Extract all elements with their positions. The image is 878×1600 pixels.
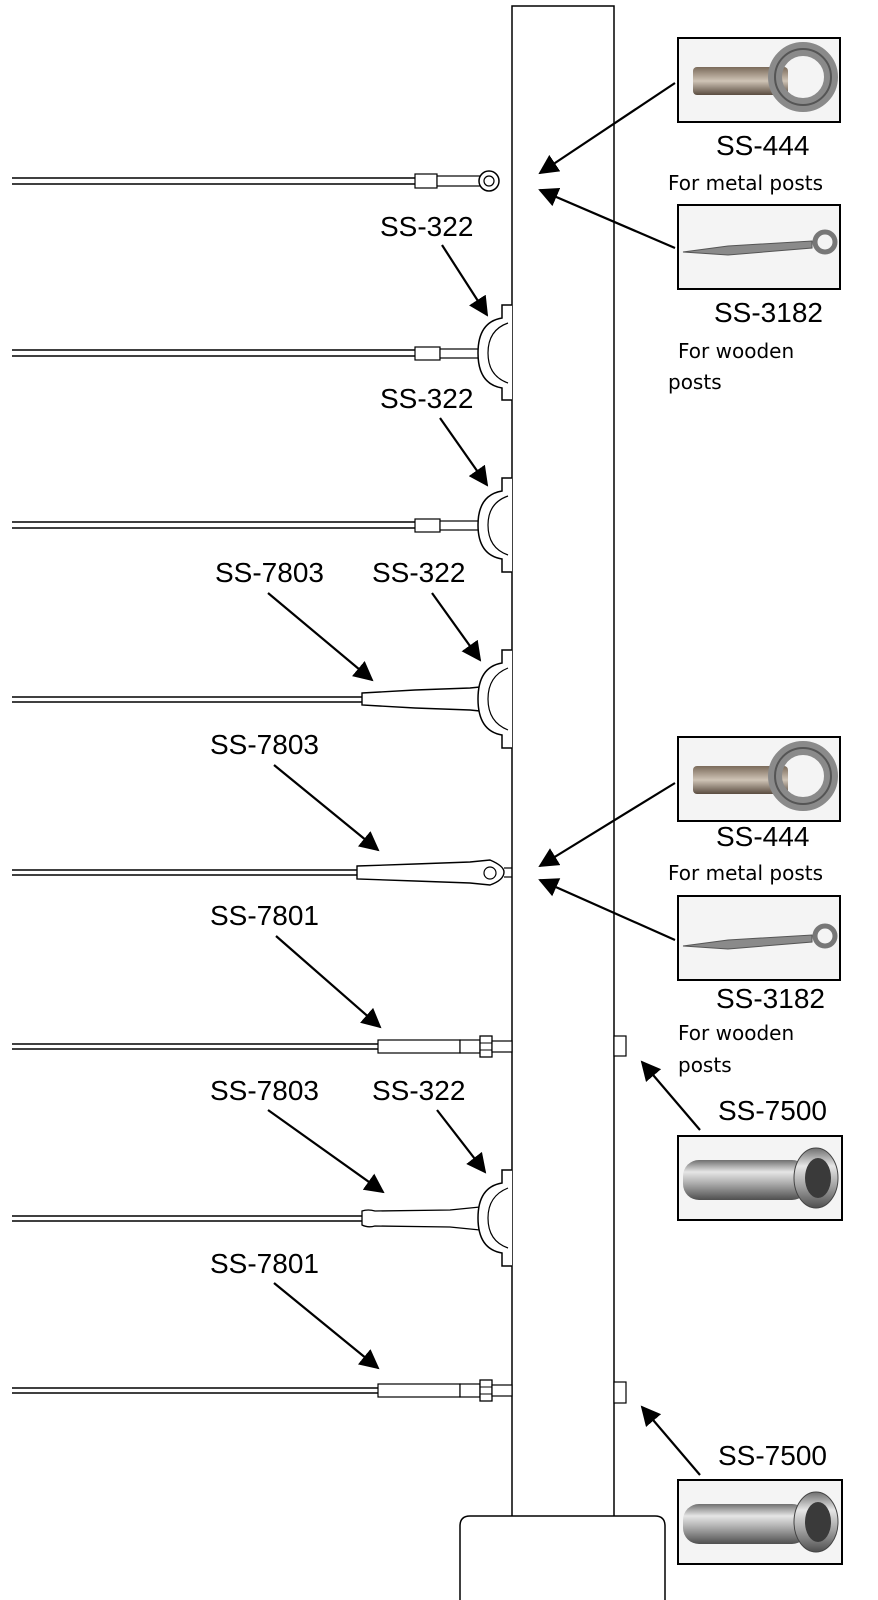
cable-row-1	[12, 170, 500, 192]
cap-nut-icon	[683, 1160, 808, 1200]
cable-row-6	[12, 1035, 627, 1058]
note-metal-posts-top: For metal posts	[668, 171, 823, 195]
cable-row-5	[12, 859, 512, 886]
threaded-shank	[693, 67, 788, 95]
callout-arrows	[267, 82, 701, 1476]
label-ss444-top: SS-444	[716, 130, 809, 161]
bracket	[477, 477, 512, 573]
label-ss7803-row5: SS-7803	[210, 729, 319, 760]
photo-ss7500-2	[677, 1479, 843, 1565]
post-body	[511, 5, 615, 1600]
swage-jaw	[356, 859, 505, 886]
label-ss7801-row8: SS-7801	[210, 1248, 319, 1279]
arrow	[538, 187, 676, 250]
photo-ss3182-bottom	[677, 895, 841, 981]
cable-row-8	[12, 1379, 627, 1404]
label-ss3182-top: SS-3182	[714, 297, 823, 328]
bracket	[477, 1169, 512, 1267]
note-wooden-top-line2: posts	[668, 370, 722, 394]
nut	[479, 1379, 493, 1402]
cable-row-2	[12, 304, 512, 401]
arrow	[538, 82, 676, 175]
cap-nut-outline	[613, 1381, 627, 1404]
cable-row-3	[12, 477, 512, 573]
arrow	[267, 1109, 385, 1194]
label-ss3182-bottom: SS-3182	[716, 983, 825, 1014]
arrow	[538, 878, 676, 942]
bracket	[477, 649, 512, 749]
label-ss322-row4: SS-322	[372, 557, 465, 588]
arrow	[640, 1405, 701, 1476]
note-wooden-bottom-line2: posts	[678, 1053, 732, 1077]
cable-row-4	[12, 649, 512, 749]
arrow	[441, 244, 489, 317]
photo-ss3182-top	[677, 204, 841, 290]
photo-ss444-bottom	[677, 736, 841, 822]
label-ss322-row3: SS-322	[380, 383, 473, 414]
note-metal-posts-bottom: For metal posts	[668, 861, 823, 885]
cable-row-7	[12, 1169, 512, 1267]
nut	[479, 1035, 493, 1058]
arrow	[538, 782, 676, 868]
label-ss322-row7: SS-322	[372, 1075, 465, 1106]
photo-ss7500-1	[677, 1135, 843, 1221]
arrow	[275, 935, 382, 1029]
label-ss7500-1: SS-7500	[718, 1095, 827, 1126]
label-ss7500-2: SS-7500	[718, 1440, 827, 1471]
photo-ss444-top	[677, 37, 841, 123]
arrow	[640, 1060, 701, 1131]
post-base	[459, 1515, 666, 1600]
label-ss7803-row7: SS-7803	[210, 1075, 319, 1106]
arrow	[273, 764, 380, 852]
eye-screw-icon	[682, 240, 813, 256]
note-wooden-bottom-line1: For wooden	[678, 1021, 794, 1045]
swage-sleeve	[414, 173, 438, 189]
bracket	[477, 304, 512, 401]
label-ss444-bottom: SS-444	[716, 821, 809, 852]
part-labels: SS-444 For metal posts SS-3182 For woode…	[210, 130, 827, 1471]
arrow	[436, 1109, 487, 1174]
swage-sleeve	[414, 518, 441, 533]
arrow	[273, 1282, 380, 1370]
arrow	[439, 417, 489, 487]
threaded-stud	[377, 1383, 461, 1398]
label-ss322-row2: SS-322	[380, 211, 473, 242]
label-ss7803-row4: SS-7803	[215, 557, 324, 588]
post	[459, 5, 666, 1600]
arrow	[267, 592, 374, 682]
note-wooden-top-line1: For wooden	[678, 339, 794, 363]
swage-sleeve	[414, 346, 441, 361]
eye-screw-icon	[682, 934, 813, 950]
threaded-stud	[377, 1039, 461, 1054]
arrow	[431, 592, 482, 662]
cap-nut-outline	[613, 1035, 627, 1057]
label-ss7801-row6: SS-7801	[210, 900, 319, 931]
cap-nut-icon	[683, 1504, 808, 1544]
